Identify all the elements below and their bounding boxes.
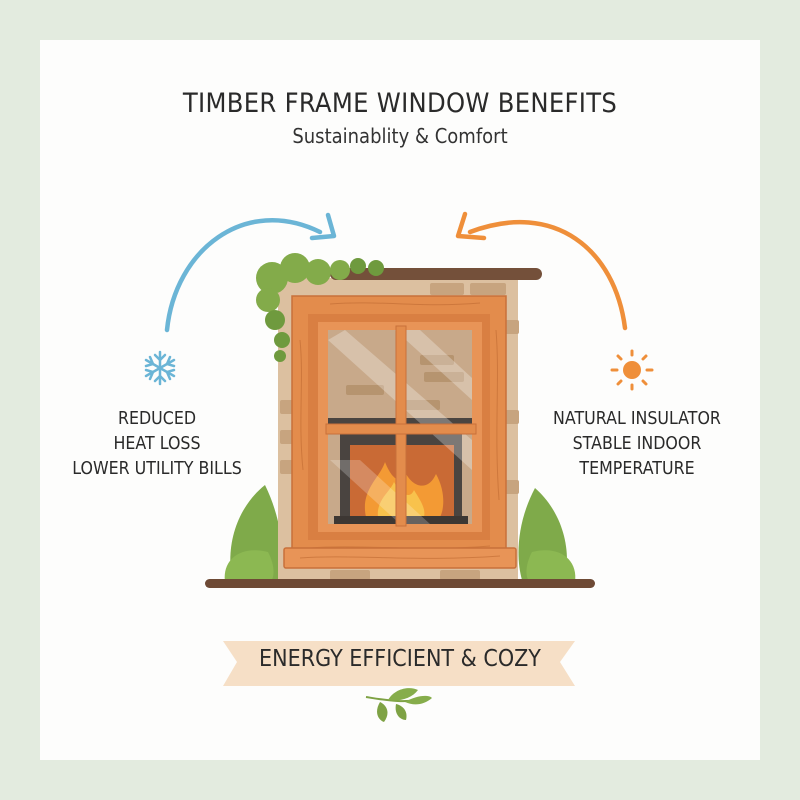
- leaf-sprig-icon: [365, 688, 432, 722]
- benefit-list-cold: REDUCED HEAT LOSS LOWER UTILITY BILLS: [65, 406, 250, 481]
- banner-ribbon: [223, 641, 575, 686]
- page-subtitle: Sustainablity & Comfort: [292, 124, 508, 148]
- banner-label: ENERGY EFFICIENT & COZY: [259, 646, 541, 672]
- benefit-line: HEAT LOSS: [113, 433, 201, 454]
- benefit-line: LOWER UTILITY BILLS: [72, 458, 242, 479]
- sun-icon: [610, 349, 654, 391]
- page-title: TIMBER FRAME WINDOW BENEFITS: [182, 88, 618, 119]
- benefit-line: REDUCED: [117, 408, 197, 429]
- cold-arrow-icon: [164, 212, 337, 333]
- window-illustration: [205, 253, 595, 588]
- snowflake-icon: [144, 350, 176, 386]
- benefit-list-warm: NATURAL INSULATOR STABLE INDOOR TEMPERAT…: [545, 406, 730, 481]
- benefit-line: TEMPERATURE: [579, 458, 695, 479]
- benefit-line: NATURAL INSULATOR: [553, 408, 721, 429]
- warm-arrow-icon: [455, 211, 628, 331]
- benefit-line: STABLE INDOOR: [572, 433, 702, 454]
